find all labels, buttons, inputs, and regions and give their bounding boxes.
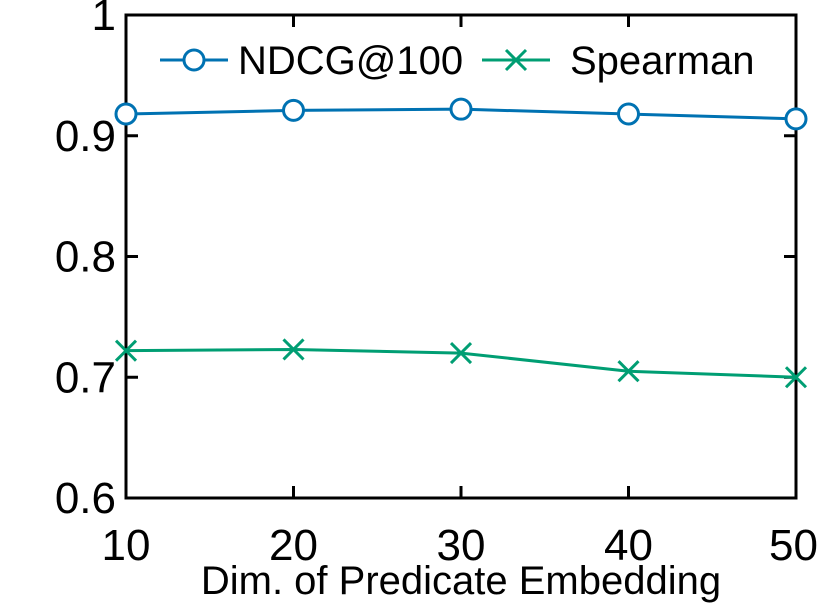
plot-frame [124, 13, 798, 500]
marker-stroke [504, 48, 528, 72]
legend-label: Spearman [570, 39, 755, 83]
data-point [449, 97, 473, 121]
x-tick-label: 20 [269, 521, 318, 570]
x-axis-ticks: 10 20 30 40 50 [102, 15, 818, 570]
marker-stroke [449, 342, 473, 365]
data-point [617, 102, 640, 126]
x-axis-label: Dim. of Predicate Embedding [201, 559, 721, 603]
data-point [617, 360, 640, 383]
legend-marker [504, 48, 528, 72]
legend-marker [182, 48, 206, 72]
x-tick-label: 40 [604, 521, 653, 570]
data-point [282, 98, 305, 122]
data-point [114, 102, 138, 126]
legend-item: NDCG@100 [160, 39, 463, 83]
marker-stroke [282, 338, 305, 361]
x-tick-label: 10 [102, 521, 151, 570]
series-layer [114, 97, 808, 389]
data-point [784, 107, 808, 131]
marker-stroke [784, 366, 808, 389]
data-point [114, 339, 138, 362]
plot-border [124, 13, 798, 500]
legend-label: NDCG@100 [238, 39, 463, 83]
marker-stroke [617, 360, 640, 383]
y-axis-ticks: 0.6 0.7 0.8 0.9 1 [55, 0, 796, 523]
y-tick-label: 0.6 [55, 474, 116, 523]
marker-stroke [114, 339, 138, 362]
y-tick-label: 1 [92, 0, 116, 40]
legend: NDCG@100 Spearman [160, 39, 755, 83]
series-ndcg-100 [114, 97, 808, 131]
x-tick-label: 50 [769, 521, 818, 570]
x-tick-label: 30 [437, 521, 486, 570]
legend-item: Spearman [482, 39, 755, 83]
y-tick-label: 0.7 [55, 353, 116, 402]
y-tick-label: 0.9 [55, 112, 116, 161]
data-point [784, 366, 808, 389]
series-spearman [114, 338, 808, 389]
data-point [449, 342, 473, 365]
y-tick-label: 0.8 [55, 233, 116, 282]
data-point [282, 338, 305, 361]
